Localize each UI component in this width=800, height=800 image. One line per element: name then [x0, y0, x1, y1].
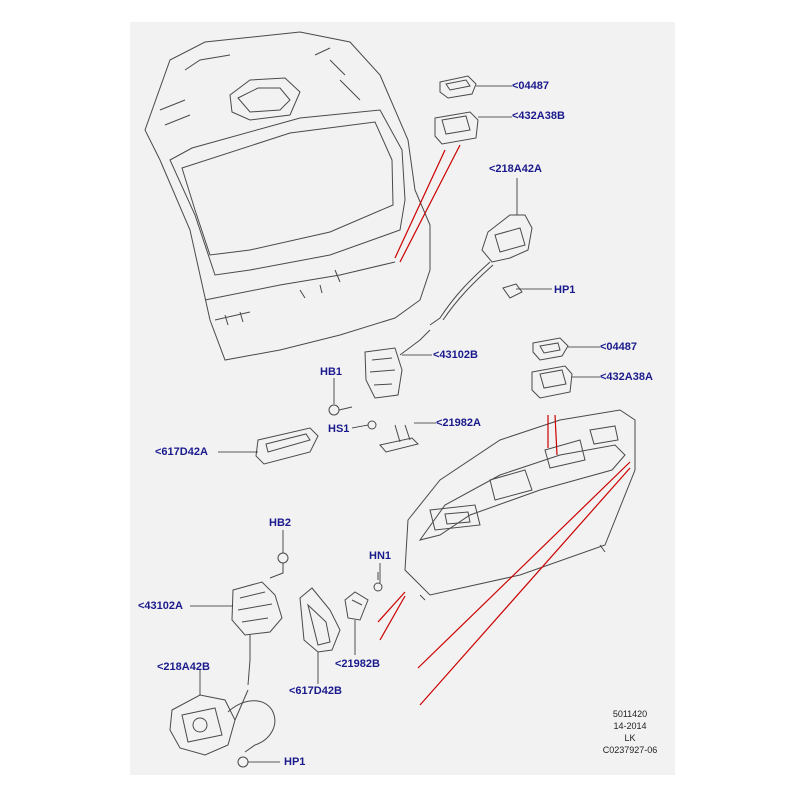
latch-43102A-drawing: [231, 581, 283, 686]
bolt-hb2-drawing: [269, 552, 289, 579]
switch-04487-mid-drawing: [532, 337, 569, 361]
handle-432A38A-drawing: [531, 365, 573, 399]
striker-21982A-drawing: [367, 420, 419, 453]
red-leader-lines: [377, 144, 631, 706]
reference-line-2: 14-2014: [613, 721, 647, 731]
clip-hp1-bottom-drawing: [237, 756, 249, 768]
part-label-43102B: <43102B: [433, 349, 478, 361]
label-leader-lines: [190, 85, 600, 763]
actuator-218A42A-drawing: [429, 214, 533, 326]
part-label-hp1-bottom: HP1: [284, 756, 306, 768]
actuator-218A42B-drawing: [169, 689, 276, 756]
reference-block: 5011420 14-2014 LK C0237927-06: [570, 708, 690, 756]
bolt-hb1-drawing: [328, 404, 353, 416]
part-label-432A38A: <432A38A: [600, 371, 653, 383]
part-label-43102A: <43102A: [138, 600, 183, 612]
lower-tailgate-drawing: [404, 409, 636, 601]
reference-line-4: C0237927-06: [602, 745, 658, 755]
latch-43102B-drawing: [364, 329, 431, 399]
cover-617D42A-drawing: [255, 427, 319, 465]
part-label-hb1: HB1: [320, 366, 343, 378]
handle-432A38B-drawing: [434, 111, 479, 145]
part-label-hn1: HN1: [369, 550, 392, 562]
part-label-432A38B: <432A38B: [512, 110, 565, 122]
part-label-hs1: HS1: [328, 423, 350, 435]
part-label-04487-mid: <04487: [600, 341, 638, 353]
part-label-617D42B: <617D42B: [289, 685, 342, 697]
part-label-218A42B: <218A42B: [157, 661, 210, 673]
part-label-04487-top: <04487: [512, 80, 550, 92]
reference-line-1: 5011420: [612, 709, 648, 719]
switch-04487-top-drawing: [439, 75, 477, 99]
diagram-background: [130, 22, 675, 775]
clip-hp1-top-drawing: [502, 283, 523, 299]
part-label-617D42A: <617D42A: [155, 446, 208, 458]
part-label-218A42A: <218A42A: [489, 163, 542, 175]
part-label-hb2: HB2: [269, 517, 292, 529]
cover-617D42B-drawing: [299, 587, 341, 653]
part-label-hp1-top: HP1: [554, 284, 576, 296]
part-label-21982A: <21982A: [436, 417, 481, 429]
tailgate-drawing: [144, 31, 431, 361]
striker-21982B-drawing: [344, 572, 383, 621]
part-label-21982B: <21982B: [335, 658, 380, 670]
reference-line-3: LK: [624, 733, 636, 743]
